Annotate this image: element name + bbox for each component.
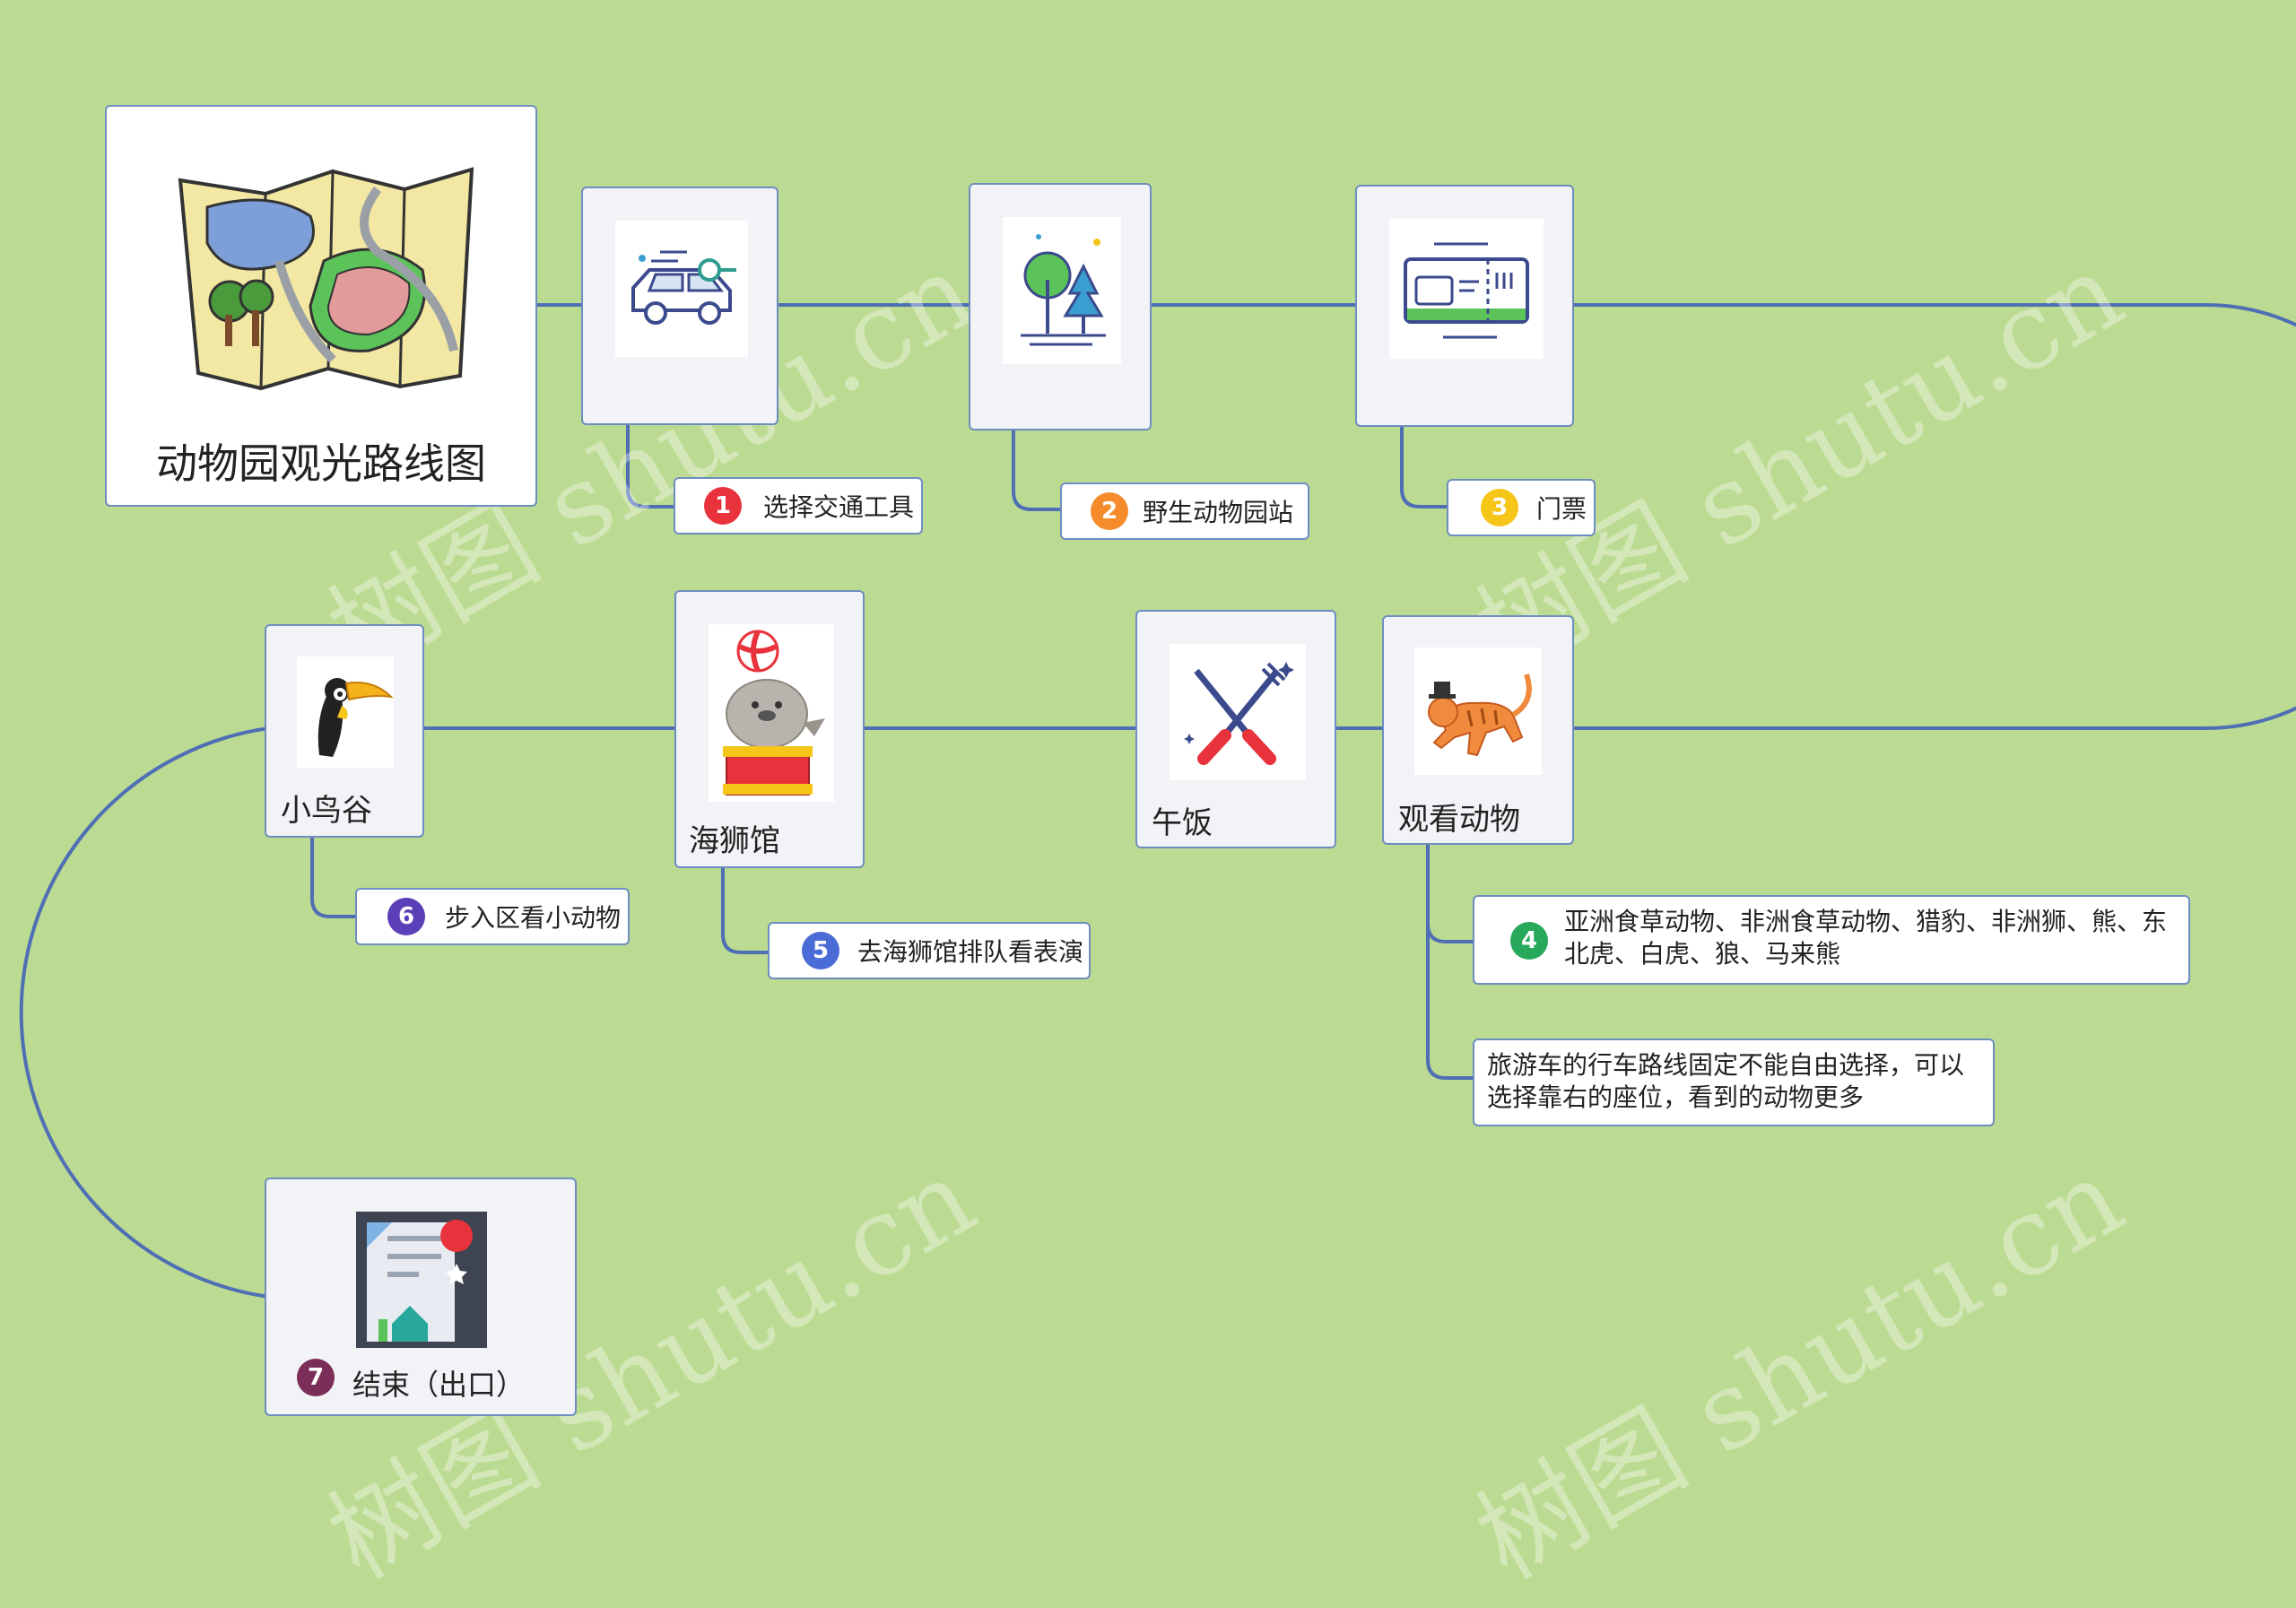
badge-5: 5: [802, 932, 839, 969]
node-title: 观看动物: [1398, 802, 1520, 838]
node-bird-valley[interactable]: 小鸟谷: [265, 624, 424, 838]
root-topic[interactable]: 动物园观光路线图: [105, 105, 537, 507]
ticket-icon: [1389, 219, 1544, 359]
trees-icon: [1003, 217, 1121, 364]
label-text: 去海狮馆排队看表演: [857, 937, 1084, 967]
node-lunch[interactable]: 午饭: [1135, 610, 1336, 848]
node-transport[interactable]: [581, 187, 778, 425]
node-title: 小鸟谷: [281, 793, 372, 829]
node-wildlife-station[interactable]: [969, 183, 1152, 430]
label-sealion[interactable]: 5 去海狮馆排队看表演: [768, 922, 1091, 979]
badge-3: 3: [1481, 489, 1518, 526]
badge-6: 6: [387, 898, 425, 935]
label-text: 步入区看小动物: [445, 903, 622, 933]
note-tour-bus[interactable]: 旅游车的行车路线固定不能自由选择，可以选择靠右的座位，看到的动物更多: [1473, 1039, 1995, 1126]
detail-text: 亚洲食草动物、非洲食草动物、猎豹、非洲狮、熊、东北虎、白虎、狼、马来熊: [1564, 907, 2168, 969]
node-title: 海狮馆: [689, 823, 780, 859]
label-text: 门票: [1536, 494, 1587, 524]
label-ticket[interactable]: 3 门票: [1447, 479, 1596, 536]
node-sealion[interactable]: 海狮馆: [674, 590, 865, 868]
tiger-icon: [1414, 648, 1542, 775]
badge-1: 1: [704, 487, 742, 525]
note-text: 旅游车的行车路线固定不能自由选择，可以选择靠右的座位，看到的动物更多: [1487, 1050, 1965, 1112]
node-exit[interactable]: 7 结束（出口）: [265, 1178, 577, 1416]
car-icon: [615, 221, 748, 357]
badge-2: 2: [1091, 492, 1128, 530]
toucan-icon: [297, 656, 394, 768]
fork-knife-icon: [1170, 644, 1306, 780]
node-watch-animals[interactable]: 观看动物: [1382, 615, 1574, 845]
badge-4: 4: [1510, 922, 1548, 960]
detail-animals-list[interactable]: 4 亚洲食草动物、非洲食草动物、猎豹、非洲狮、熊、东北虎、白虎、狼、马来熊: [1473, 895, 2190, 985]
node-title: 结束（出口）: [352, 1368, 526, 1402]
page-title: 动物园观光路线图: [156, 439, 486, 488]
label-wildlife-station[interactable]: 2 野生动物园站: [1060, 482, 1309, 540]
document-location-icon: [356, 1212, 487, 1348]
node-title: 午饭: [1152, 805, 1213, 841]
sealion-icon: [709, 624, 834, 802]
label-text: 野生动物园站: [1143, 498, 1294, 527]
label-bird-valley[interactable]: 6 步入区看小动物: [355, 888, 630, 945]
badge-7: 7: [297, 1359, 335, 1396]
map-icon: [144, 144, 498, 410]
label-text: 选择交通工具: [763, 492, 915, 522]
label-transport[interactable]: 1 选择交通工具: [674, 477, 923, 535]
node-ticket[interactable]: [1355, 185, 1574, 427]
